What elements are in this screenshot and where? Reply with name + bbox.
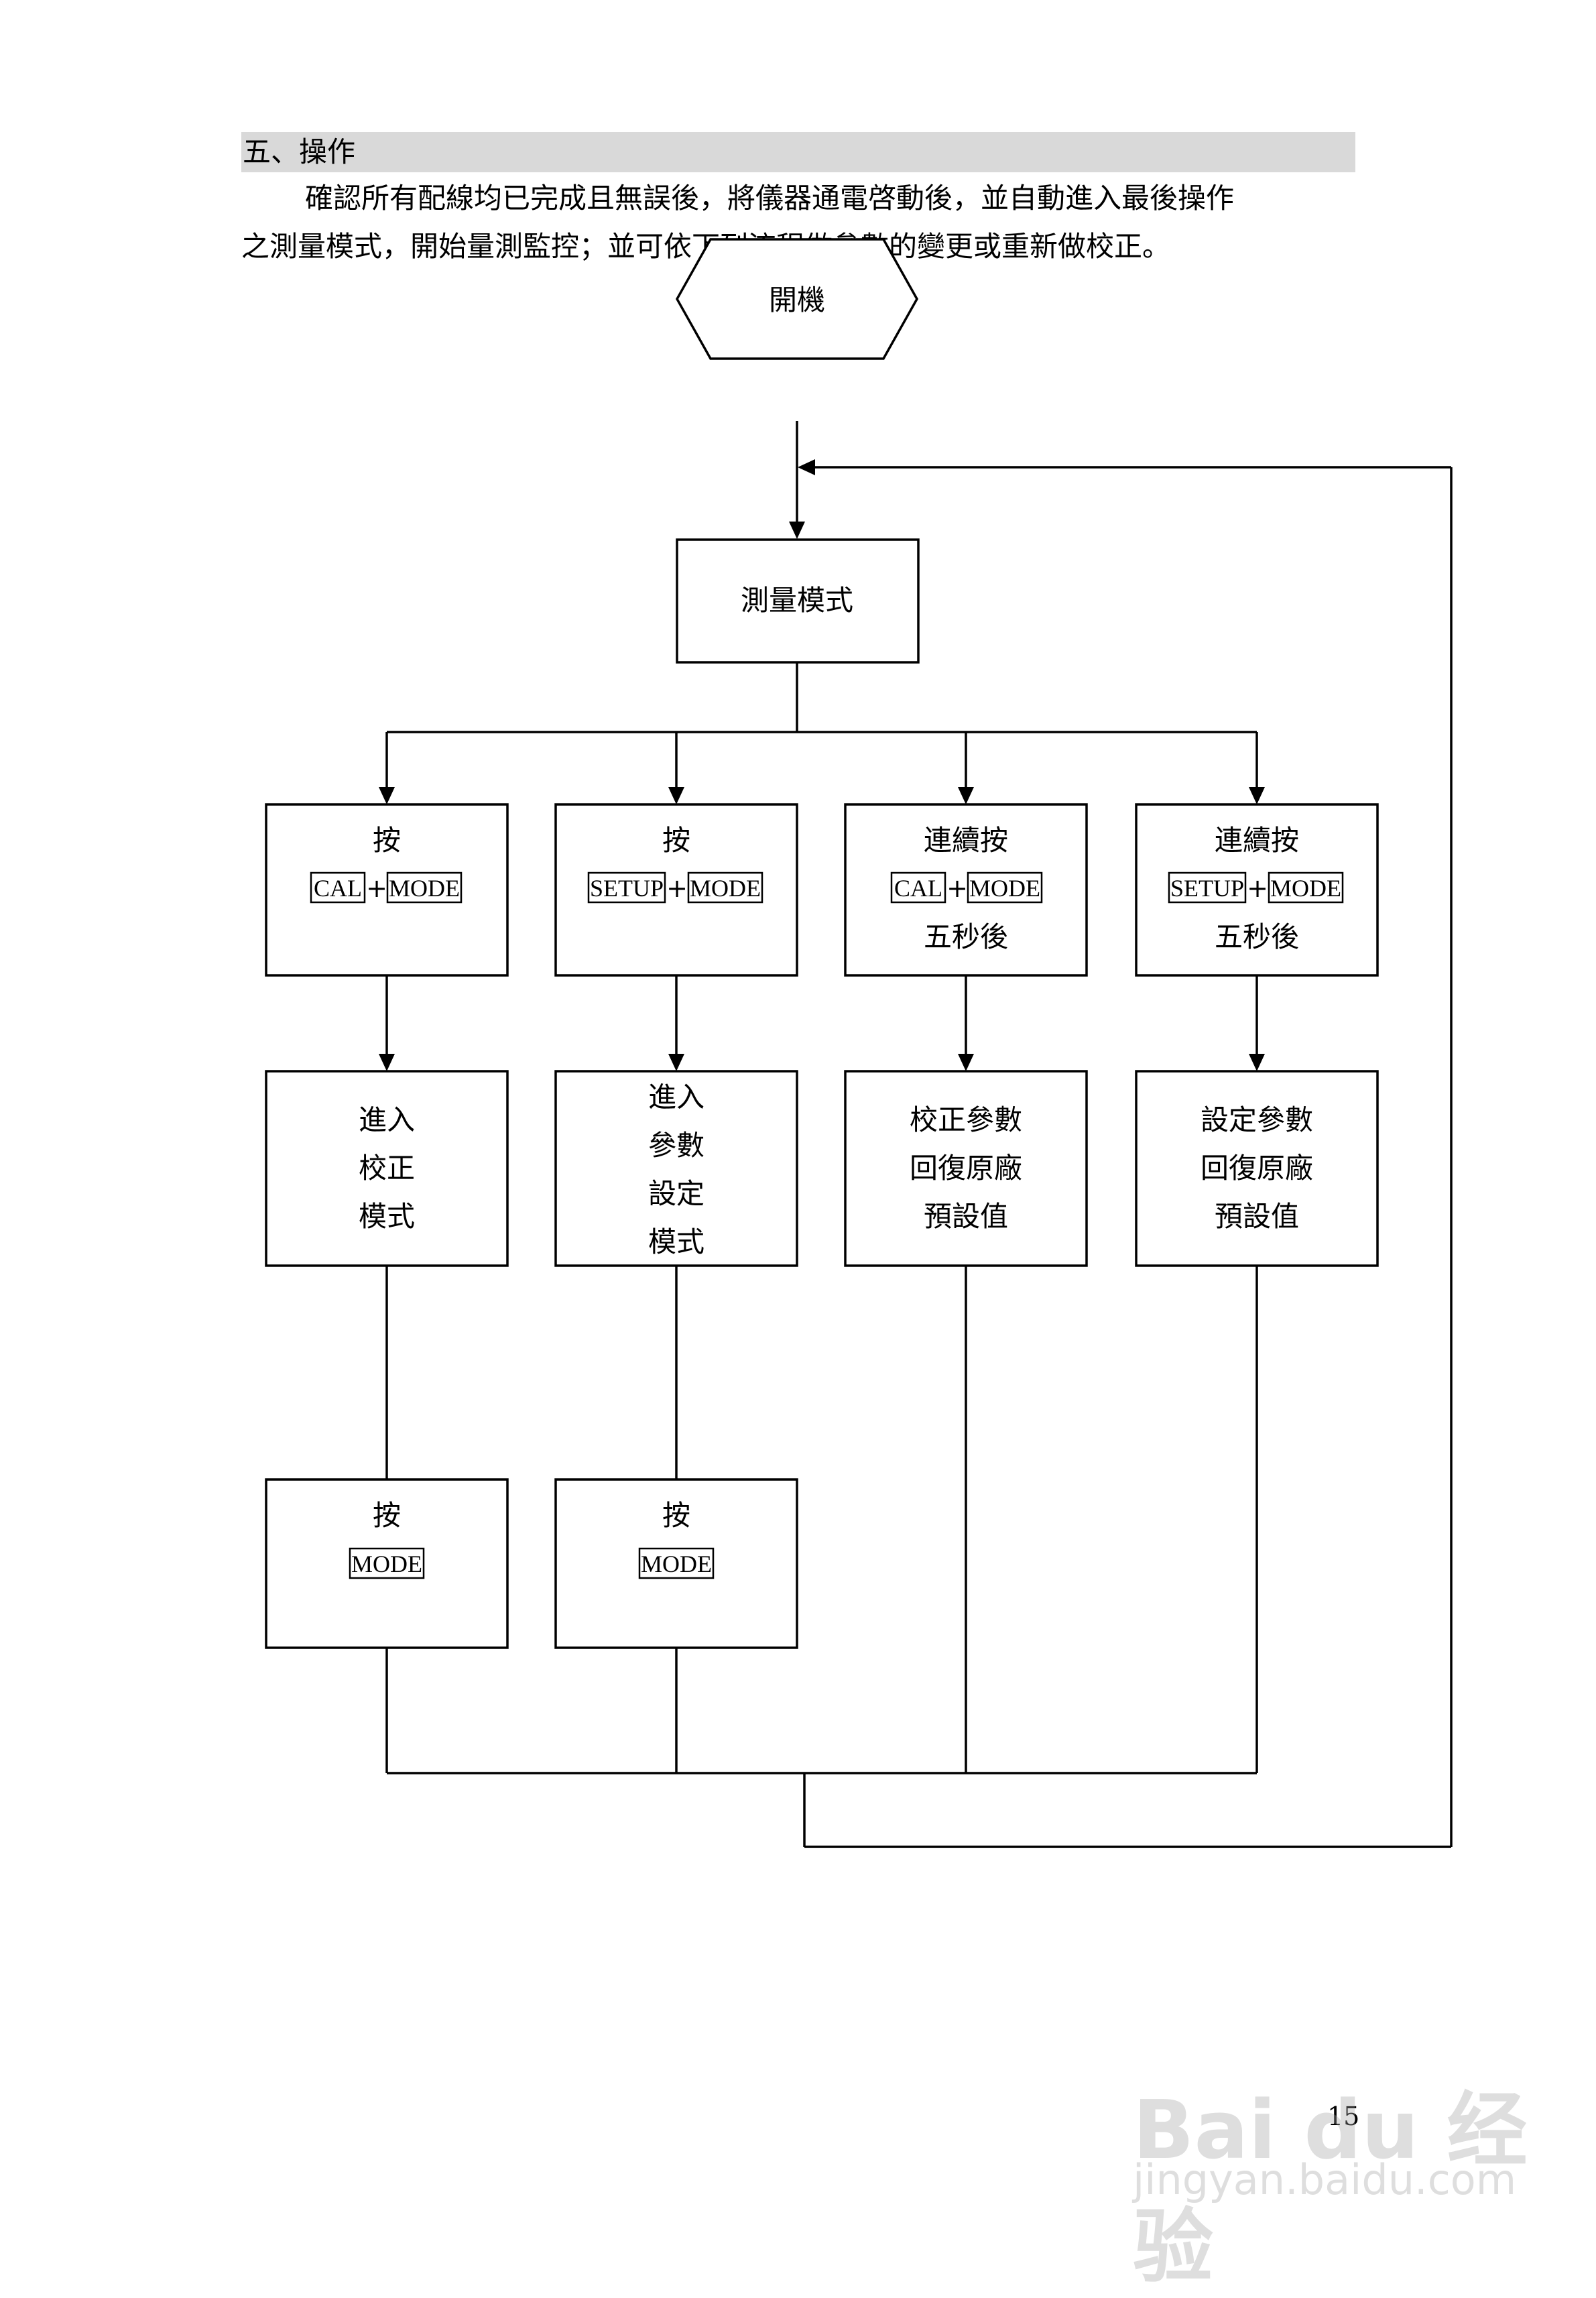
result-2-line-3: 設定 (648, 1177, 704, 1210)
branch-3-node: 連續按 CAL + MODE 五秒後 (844, 803, 1088, 977)
mode-key-box (349, 1547, 425, 1579)
mode-key-label: MODE (641, 1551, 712, 1577)
result-2-line-4: 模式 (648, 1225, 704, 1258)
setup-key-label: SETUP (590, 875, 664, 902)
start-node: 開機 (675, 238, 919, 360)
intro-paragraph-line-1: 確認所有配線均已完成且無誤後，將儀器通電啓動後，並自動進入最後操作 (305, 182, 1235, 215)
mode-key-label: MODE (351, 1551, 422, 1577)
section-title: 五、操作 (243, 135, 356, 168)
result-3-node: 校正參數 回復原廠 預設值 (844, 1070, 1088, 1267)
result-4-line-2: 回復原廠 (1201, 1152, 1313, 1185)
mode-key-box (638, 1547, 715, 1579)
mode-key-label: MODE (690, 875, 761, 902)
result-1-line-2: 校正 (359, 1152, 415, 1185)
plus-sign: + (666, 873, 688, 903)
branch-1-line: 按 (373, 824, 401, 857)
plus-sign: + (1247, 873, 1268, 903)
result-3-line-1: 校正參數 (910, 1103, 1022, 1136)
branch-4-line: 連續按 (1215, 824, 1299, 857)
setup-key-box (1168, 871, 1247, 904)
cal-key-box (890, 871, 946, 904)
watermark-brand: Bai du 经验 (1133, 2084, 1528, 2294)
measure-mode-label: 測量模式 (741, 584, 853, 617)
result-3-line-2: 回復原廠 (910, 1152, 1022, 1185)
mode-key-box (687, 871, 763, 904)
setup-key-box (587, 871, 666, 904)
cal-key-label: CAL (894, 875, 942, 902)
result-2-line-1: 進入 (648, 1081, 704, 1113)
result-1-line-1: 進入 (359, 1103, 415, 1136)
exit-2-node: 按 MODE (554, 1478, 798, 1649)
watermark-url: jingyan.baidu.com (1133, 2155, 1517, 2204)
branch-3-after: 五秒後 (924, 920, 1008, 953)
plus-sign: + (946, 873, 968, 903)
cal-key-box (310, 871, 366, 904)
measure-mode-node: 測量模式 (676, 538, 920, 664)
exit-1-node: 按 MODE (265, 1478, 509, 1649)
result-2-line-2: 參數 (648, 1129, 704, 1162)
branch-2-line: 按 (662, 824, 690, 857)
result-4-line-1: 設定參數 (1201, 1103, 1313, 1136)
result-3-line-3: 預設值 (924, 1200, 1008, 1233)
cal-key-label: CAL (314, 875, 362, 902)
flow-arrowheads (379, 459, 1265, 1071)
result-4-line-3: 預設值 (1215, 1200, 1299, 1233)
mode-key-box (967, 871, 1043, 904)
start-label: 開機 (769, 284, 825, 316)
page-number: 15 (1327, 2102, 1360, 2131)
exit-2-line: 按 (662, 1499, 690, 1532)
exit-1-line: 按 (373, 1499, 401, 1532)
mode-key-box (386, 871, 463, 904)
plus-sign: + (366, 873, 387, 903)
result-4-node: 設定參數 回復原廠 預設值 (1135, 1070, 1379, 1267)
section-heading-bar (241, 132, 1355, 172)
branch-4-after: 五秒後 (1215, 920, 1299, 953)
mode-key-label: MODE (389, 875, 460, 902)
branch-3-line: 連續按 (924, 824, 1008, 857)
flow-connectors (385, 421, 1453, 1848)
result-2-node: 進入 參數 設定 模式 (554, 1070, 798, 1267)
branch-1-node: 按 CAL + MODE (265, 803, 509, 977)
mode-key-label: MODE (969, 875, 1040, 902)
result-1-line-3: 模式 (359, 1200, 415, 1233)
setup-key-label: SETUP (1170, 875, 1244, 902)
mode-key-label: MODE (1270, 875, 1341, 902)
branch-4-node: 連續按 SETUP + MODE 五秒後 (1135, 803, 1379, 977)
result-1-node: 進入 校正 模式 (265, 1070, 509, 1267)
branch-2-node: 按 SETUP + MODE (554, 803, 798, 977)
mode-key-box (1268, 871, 1344, 904)
